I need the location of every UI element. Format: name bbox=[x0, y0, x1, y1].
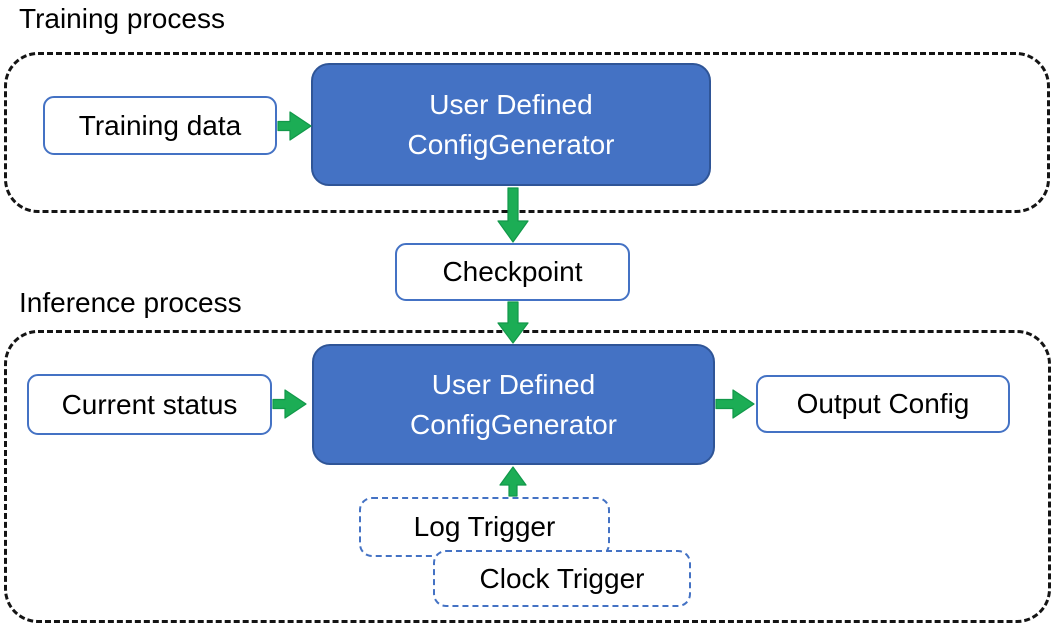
checkpoint-node: Checkpoint bbox=[395, 243, 630, 301]
config-generator-inference-line1: User Defined bbox=[431, 368, 596, 400]
training-data-node: Training data bbox=[43, 96, 277, 155]
inference-process-label: Inference process bbox=[19, 287, 242, 318]
config-generator-training-line1: User Defined bbox=[429, 88, 593, 120]
training-data-label: Training data bbox=[78, 109, 242, 141]
config-generator-inference-node: User Defined ConfigGenerator bbox=[312, 344, 715, 465]
clock-trigger-label: Clock Trigger bbox=[479, 562, 645, 594]
training-process-label: Training process bbox=[19, 3, 225, 34]
config-generator-training-line2: ConfigGenerator bbox=[407, 128, 615, 160]
config-generator-training-node: User Defined ConfigGenerator bbox=[311, 63, 711, 186]
clock-trigger-node: Clock Trigger bbox=[433, 550, 691, 607]
log-trigger-label: Log Trigger bbox=[413, 511, 556, 542]
config-generator-inference-line2: ConfigGenerator bbox=[409, 408, 617, 440]
output-config-label: Output Config bbox=[796, 388, 970, 419]
log-trigger-node: Log Trigger bbox=[359, 497, 610, 557]
checkpoint-label: Checkpoint bbox=[442, 256, 583, 287]
current-status-label: Current status bbox=[61, 388, 238, 420]
output-config-node: Output Config bbox=[756, 375, 1010, 433]
current-status-node: Current status bbox=[27, 374, 272, 435]
